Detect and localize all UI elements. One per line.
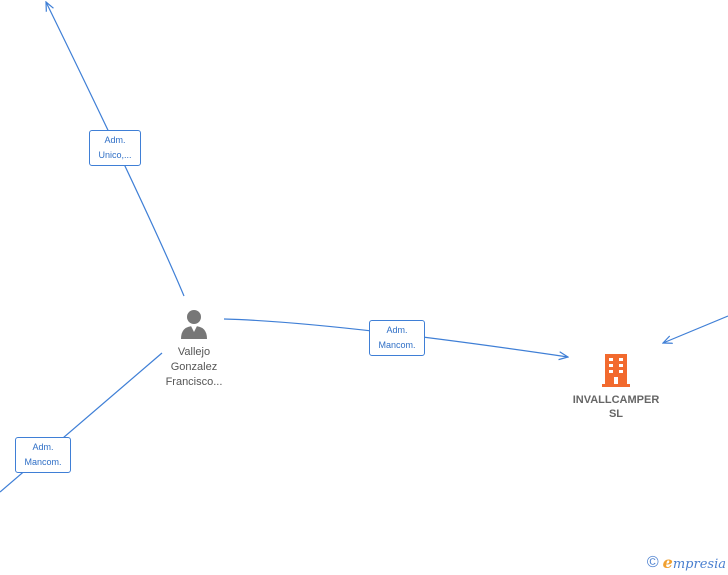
company-name: INVALLCAMPER SL <box>572 394 660 420</box>
edge-label-bottom-left[interactable]: Adm. Mancom. <box>15 437 71 473</box>
edge-label-company[interactable]: Adm. Mancom. <box>369 320 425 356</box>
person-icon <box>181 310 207 339</box>
person-node[interactable]: Vallejo Gonzalez Francisco... <box>148 308 240 390</box>
brand-logo: empresia <box>662 553 726 572</box>
edge-line-right <box>663 315 728 343</box>
company-node[interactable]: INVALLCAMPER SL <box>560 352 672 421</box>
edge-line-company <box>223 318 568 357</box>
building-icon <box>602 354 630 387</box>
edge-label-top[interactable]: Adm. Unico,... <box>89 130 141 166</box>
edge-line-top <box>46 2 185 297</box>
person-name: Vallejo Gonzalez Francisco... <box>165 346 223 388</box>
copyright-watermark: © empresia <box>647 553 726 572</box>
copyright-icon: © <box>646 553 659 571</box>
